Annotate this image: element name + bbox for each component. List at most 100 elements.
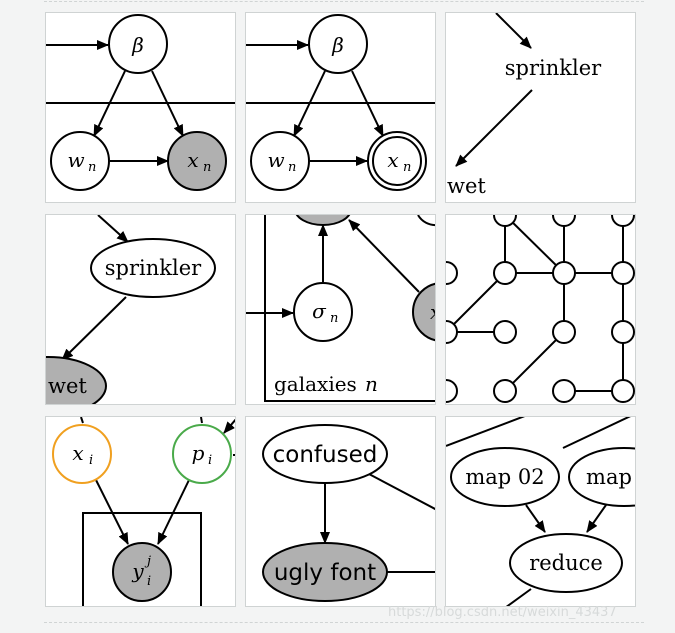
node-sprinkler — [90, 238, 216, 298]
edge-beta-w — [93, 70, 126, 137]
node-wet-label: wet — [447, 174, 486, 198]
panel-ugly-font: confused ugly font — [245, 416, 436, 607]
panel-lda-shaded: β w n x n — [45, 12, 236, 203]
panel-colored-nodes: x i p i y i j — [45, 416, 236, 607]
edge-map-reduce — [586, 504, 607, 533]
grid-node — [611, 320, 635, 344]
edge-sprinkler-wet — [455, 89, 533, 167]
node-x-observed — [167, 131, 227, 191]
node-wet-observed — [46, 356, 107, 404]
node-y-superscript: j — [144, 554, 151, 569]
edge-beta-x — [351, 70, 384, 137]
plate-galaxies — [264, 215, 435, 402]
node-reduce — [509, 533, 623, 593]
grid-graph-svg — [446, 215, 635, 403]
watermark-url: https://blog.csdn.net/weixin_43437 — [388, 605, 617, 620]
grid-node — [552, 320, 576, 344]
node-reduce-label: reduce — [529, 551, 603, 575]
node-map — [568, 447, 635, 507]
grid-edge — [504, 331, 565, 392]
edge-in-sprinkler — [495, 13, 532, 49]
edge-right-top — [348, 219, 420, 293]
grid-node — [446, 261, 458, 285]
node-w-subscript: n — [288, 160, 296, 175]
node-confused-label: confused — [273, 442, 378, 468]
node-x-orange — [52, 424, 112, 484]
panel-sprinkler-plain: sprinkler wet — [445, 12, 636, 203]
edge-in-p — [200, 417, 203, 424]
node-w-label: w — [267, 148, 284, 172]
grid-node — [552, 261, 576, 285]
node-x-subscript: i — [89, 453, 93, 468]
grid-node — [552, 215, 576, 227]
edge-sprinkler-wet — [61, 296, 127, 361]
grid-node — [493, 320, 517, 344]
edge-confused-right — [368, 473, 435, 511]
plate-variable: n — [365, 372, 378, 396]
node-x-label: x — [187, 148, 198, 172]
panel-grid-graph — [445, 214, 636, 405]
node-w — [50, 131, 110, 191]
edge-in-sprinkler — [97, 215, 129, 243]
panel-galaxies-plate: σ n x galaxies n — [245, 214, 436, 405]
node-right-label: x — [430, 300, 436, 324]
grid-edges — [446, 215, 624, 392]
edge-beta-x — [151, 70, 184, 137]
node-right-observed — [412, 282, 435, 342]
grid-node — [446, 320, 458, 344]
node-x-label: x — [387, 148, 398, 172]
node-w-subscript: n — [88, 160, 96, 175]
node-sigma-subscript: n — [330, 311, 338, 326]
node-sigma — [293, 282, 353, 342]
node-x-deterministic-inner — [372, 136, 422, 186]
node-beta — [308, 14, 368, 74]
panel-sprinkler-ellipse: sprinkler wet — [45, 214, 236, 405]
grid-node — [493, 261, 517, 285]
grid-node — [493, 379, 517, 403]
edge-reduce-out — [505, 588, 532, 606]
node-p-subscript: i — [208, 453, 212, 468]
grid-node — [446, 379, 458, 403]
node-top-right-partial — [417, 215, 435, 227]
node-map-label: map — [586, 465, 632, 489]
node-w — [250, 131, 310, 191]
edge-in-map02 — [446, 417, 526, 447]
node-p-label: p — [192, 441, 205, 465]
edge-in-map — [562, 417, 631, 449]
plate-j — [82, 512, 202, 606]
node-y-subscript: i — [147, 574, 151, 589]
grid-node — [552, 379, 576, 403]
grid-edge — [504, 215, 565, 274]
node-ugly-font — [262, 542, 388, 602]
panel-map-reduce: map 02 map reduce — [445, 416, 636, 607]
edge-beta-w — [293, 70, 326, 137]
node-w-label: w — [67, 148, 84, 172]
node-y-observed — [112, 542, 172, 602]
node-x-subscript: n — [203, 160, 211, 175]
grid-nodes — [446, 215, 635, 403]
node-sigma-label: σ — [312, 299, 327, 323]
node-x-label: x — [72, 441, 83, 465]
grid-node — [493, 215, 517, 227]
grid-node — [611, 215, 635, 227]
top-divider — [44, 1, 644, 2]
edge-map02-reduce — [525, 504, 546, 533]
node-beta — [108, 14, 168, 74]
edge-x-y — [95, 479, 129, 545]
node-sprinkler-label: sprinkler — [505, 56, 602, 80]
grid-node — [611, 379, 635, 403]
node-beta-label: β — [331, 33, 344, 57]
edge-p-y — [157, 479, 190, 545]
node-sprinkler-label: sprinkler — [105, 256, 202, 280]
edge-in-p-right — [223, 418, 235, 434]
edge-in-x — [80, 417, 84, 424]
node-p-green — [172, 424, 232, 484]
node-top-observed — [295, 215, 351, 226]
node-confused — [262, 424, 388, 484]
node-map02 — [450, 447, 560, 507]
grid-node — [611, 261, 635, 285]
node-map02-label: map 02 — [465, 465, 544, 489]
node-wet-label: wet — [48, 374, 87, 398]
plate-label: galaxies — [274, 372, 357, 396]
node-x-deterministic-outer — [367, 131, 427, 191]
